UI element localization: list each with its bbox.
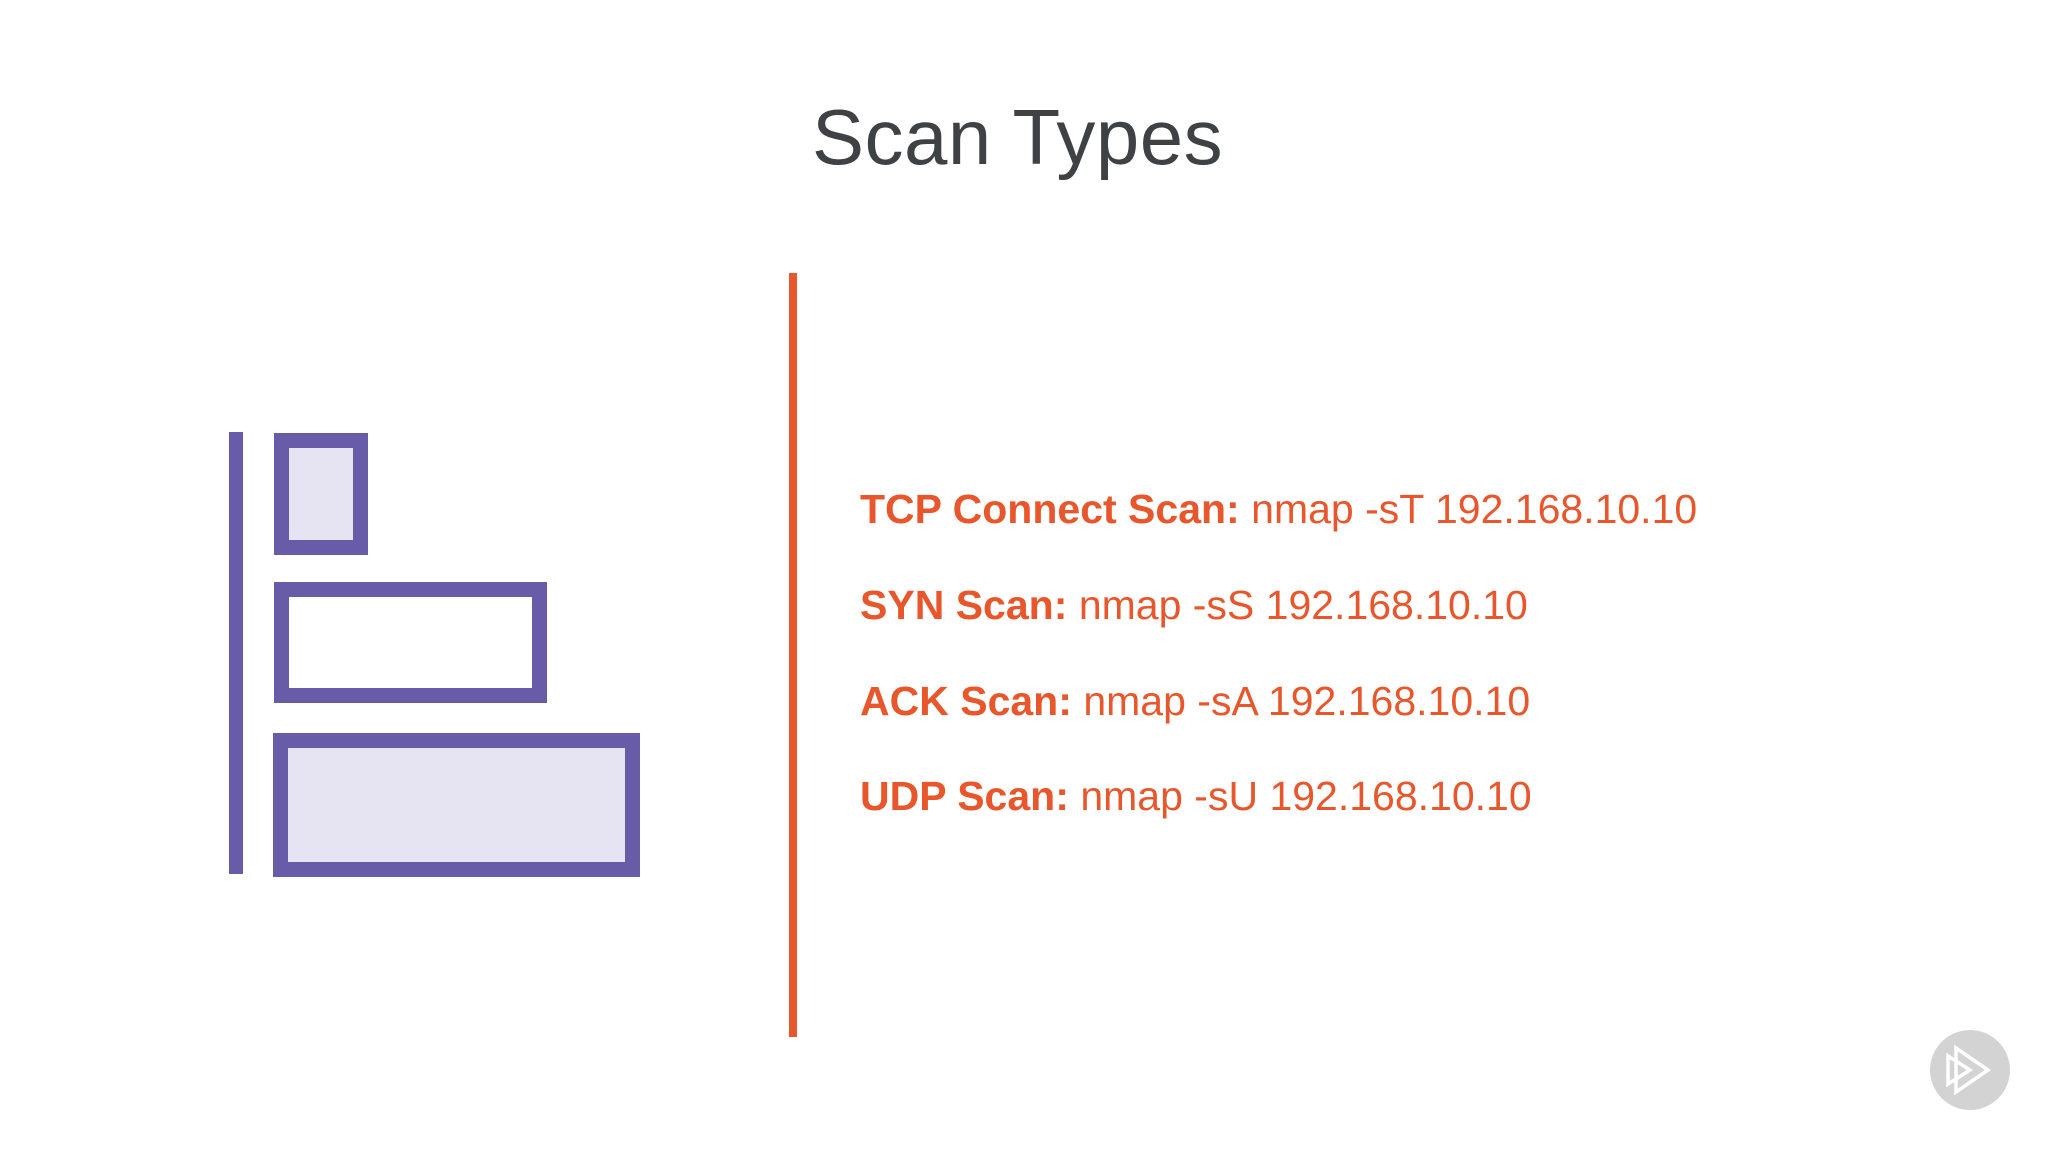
pluralsight-logo xyxy=(1930,1030,2010,1110)
scan-item-ack: ACK Scan:nmap -sA 192.168.10.10 xyxy=(860,677,1697,724)
chart-axis-line xyxy=(229,432,243,874)
scan-command: nmap -sT 192.168.10.10 xyxy=(1251,486,1698,532)
scan-item-syn: SYN Scan:nmap -sS 192.168.10.10 xyxy=(860,581,1697,628)
pluralsight-play-icon xyxy=(1946,1044,1992,1096)
scan-list: TCP Connect Scan:nmap -sT 192.168.10.10 … xyxy=(860,486,1698,818)
scan-command: nmap -sS 192.168.10.10 xyxy=(1078,581,1528,628)
chart-bar-small xyxy=(274,433,368,555)
scan-command: nmap -sA 192.168.10.10 xyxy=(1083,677,1531,724)
scan-command: nmap -sU 192.168.10.10 xyxy=(1080,773,1532,820)
chart-bar-large xyxy=(273,733,640,877)
vertical-divider xyxy=(789,273,797,1037)
scan-label: ACK Scan: xyxy=(860,677,1072,724)
scan-item-udp: UDP Scan:nmap -sU 192.168.10.10 xyxy=(860,776,1697,818)
scan-label: UDP Scan: xyxy=(860,773,1069,820)
page-title: Scan Types xyxy=(812,93,1224,181)
chart-bar-medium xyxy=(274,582,547,703)
scan-label: TCP Connect Scan: xyxy=(860,486,1240,532)
scan-item-tcp-connect: TCP Connect Scan:nmap -sT 192.168.10.10 xyxy=(860,486,1698,532)
scan-label: SYN Scan: xyxy=(860,581,1068,628)
